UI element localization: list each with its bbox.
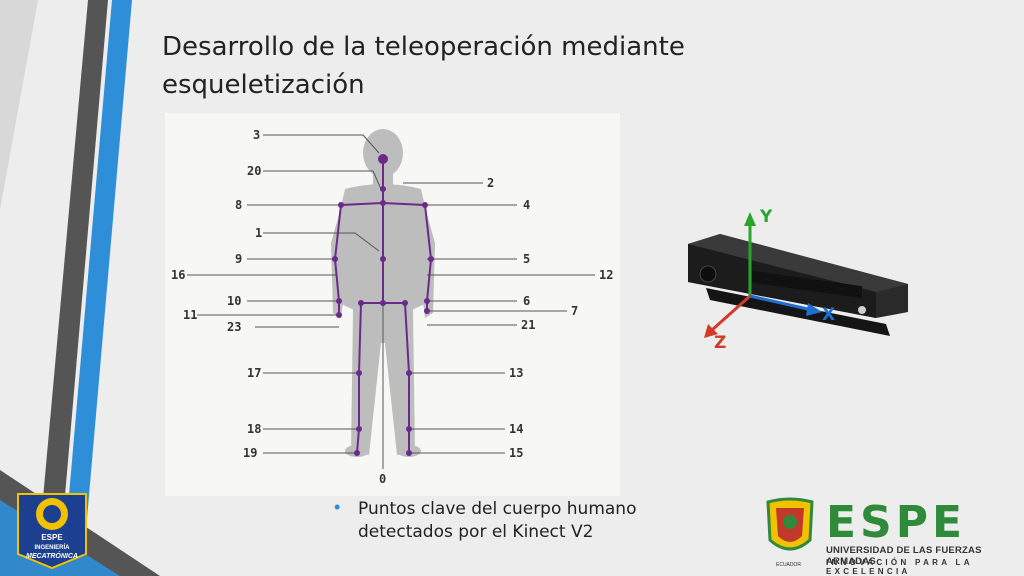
joint-label: 15 — [509, 446, 523, 460]
joint-label: 2 — [487, 176, 494, 190]
joint-label: 6 — [523, 294, 530, 308]
joint-label: 5 — [523, 252, 530, 266]
slide-title: Desarrollo de la teleoperación mediante … — [162, 32, 685, 100]
espe-tagline: INNOVACIÓN PARA LA EXCELENCIA — [826, 558, 973, 576]
logo-left-line3: MECATRÓNICA — [26, 551, 78, 560]
joint-label: 13 — [509, 366, 523, 380]
joint-label: 17 — [247, 366, 261, 380]
joint-label: 8 — [235, 198, 242, 212]
joint-label: 14 — [509, 422, 523, 436]
axis-y-label: Y — [759, 207, 773, 227]
skeleton-figure: 3 20 8 1 9 16 10 11 23 17 18 19 2 4 5 12… — [165, 113, 620, 496]
bullet-text: Puntos clave del cuerpo humano detectado… — [358, 499, 637, 542]
espe-seal-icon — [766, 497, 814, 551]
axis-z-label: Z — [714, 333, 726, 353]
mecatronica-logo: ESPE INGENIERÍA MECATRÓNICA — [17, 493, 87, 570]
joint-label: 0 — [379, 472, 386, 486]
joint-label: 12 — [599, 268, 613, 282]
bullet-icon: • — [334, 497, 341, 517]
joint-label: 21 — [521, 318, 535, 332]
logo-left-line1: ESPE — [41, 533, 63, 542]
joint-label: 4 — [523, 198, 530, 212]
joint-label: 9 — [235, 252, 242, 266]
joint-label: 16 — [171, 268, 185, 282]
axis-x-label: X — [822, 305, 835, 325]
joint-label: 1 — [255, 226, 262, 240]
logo-left-line2: INGENIERÍA — [34, 543, 70, 551]
joint-label: 18 — [247, 422, 261, 436]
espe-wordmark: ESPE — [826, 497, 967, 548]
joint-label: 11 — [183, 308, 197, 322]
seal-label: ECUADOR — [776, 562, 802, 568]
joint-label: 7 — [571, 304, 578, 318]
joint-label: 20 — [247, 164, 261, 178]
espe-subtitle: UNIVERSIDAD DE LAS FUERZAS ARMADAS — [826, 545, 982, 567]
joint-label: 10 — [227, 294, 241, 308]
kinect-sensor-image: Y X Z — [688, 207, 908, 353]
joint-label: 3 — [253, 128, 260, 142]
joint-label: 23 — [227, 320, 241, 334]
joint-label: 19 — [243, 446, 257, 460]
